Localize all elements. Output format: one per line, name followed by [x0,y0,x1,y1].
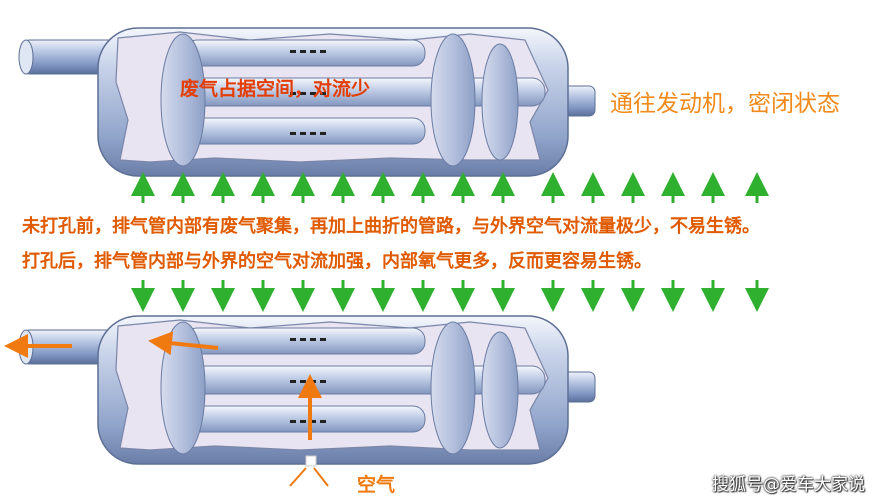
green-arrows-bottom-row [131,280,769,312]
air-left-arrow-inner [148,331,219,356]
top-baffle-2 [430,33,476,167]
label-engine-outlet: 通往发动机，密闭状态 [610,91,840,117]
bottom-baffle-2 [430,321,476,455]
top-inlet-opening [18,39,34,75]
top-inner-tube-3 [184,117,426,145]
explanation-line-1: 未打孔前，排气管内部有废气聚集，再加上曲折的管路，与外界空气对流量极少，不易生锈… [22,216,760,237]
bottom-baffle-3 [481,331,519,449]
top-baffle-3 [481,43,519,161]
top-muffler [18,27,596,177]
drain-hole [305,455,317,467]
top-baffle-1 [160,33,206,167]
label-top-inside: 废气占据空间，对流少 [180,78,371,100]
green-arrows-top-row [131,172,769,203]
bottom-inner-tube-3 [184,405,426,433]
watermark: 搜狐号@爱车大家说 [712,475,865,495]
explanation-line-2: 打孔后，排气管内部与外界的空气对流加强，内部氧气更多，反而更容易生锈。 [22,251,652,272]
label-air: 空气 [357,474,396,496]
bottom-muffler [18,315,596,467]
air-intake-lines [289,467,329,487]
top-perforations [290,50,326,135]
airflow-arrows [4,331,322,440]
